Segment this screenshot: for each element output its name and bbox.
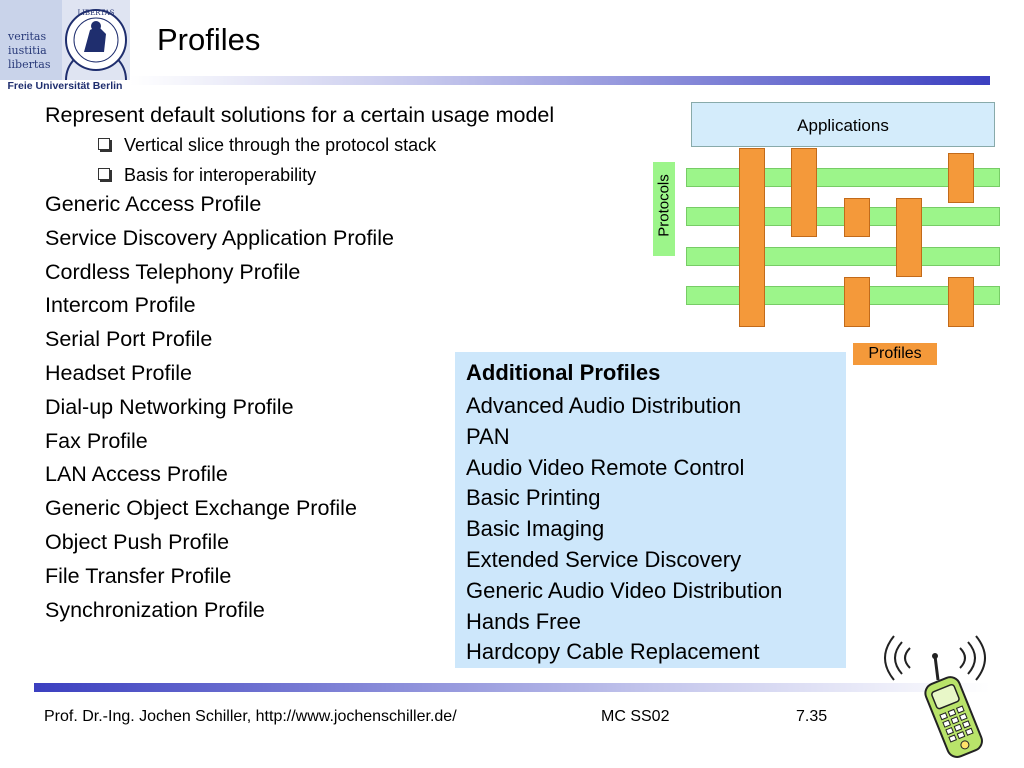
additional-profile-item: Hardcopy Cable Replacement [466, 639, 760, 665]
additional-profile-item: Generic Audio Video Distribution [466, 577, 783, 603]
profile-item: Synchronization Profile [45, 597, 265, 622]
profile-item: Headset Profile [45, 360, 192, 385]
additional-profile-item: Basic Imaging [466, 516, 605, 542]
additional-profiles-list: Advanced Audio Distribution PAN Audio Vi… [466, 391, 782, 668]
footer-divider-bar [34, 683, 990, 692]
footer-course: MC SS02 [601, 708, 670, 725]
profile-slice-bar [739, 148, 765, 327]
additional-profile-item: Audio Video Remote Control [466, 454, 745, 480]
slide-title: Profiles [157, 22, 261, 57]
university-seal-icon: LIBERTAS [62, 0, 130, 80]
profile-slice-bar [844, 277, 870, 327]
protocols-box: Protocols [653, 162, 675, 256]
additional-profiles-box: Additional Profiles Advanced Audio Distr… [455, 352, 846, 668]
square-bullet-icon [98, 168, 110, 180]
footer-page-number: 7.35 [796, 708, 828, 725]
svg-text:LIBERTAS: LIBERTAS [78, 9, 115, 17]
profiles-label: Profiles [853, 343, 937, 365]
logo-motto-2: iustitia [8, 44, 47, 57]
profile-item: Generic Object Exchange Profile [45, 496, 357, 521]
title-divider-bar [130, 76, 990, 85]
logo-text-panel [0, 0, 62, 80]
institution-name: Freie Universität Berlin [7, 80, 123, 92]
additional-profiles-heading: Additional Profiles [466, 360, 661, 385]
footer-author: Prof. Dr.-Ing. Jochen Schiller, http://w… [44, 708, 457, 725]
profile-item: Intercom Profile [45, 293, 196, 318]
profile-item: Generic Access Profile [45, 192, 262, 216]
sub-list-item: Basis for interoperability [98, 160, 436, 190]
profile-item: LAN Access Profile [45, 462, 228, 487]
profile-item: File Transfer Profile [45, 563, 232, 588]
logo-motto-3: libertas [8, 58, 51, 71]
profile-slice-bar [791, 148, 817, 237]
profile-item: Serial Port Profile [45, 327, 213, 352]
profile-slice-bar [896, 198, 922, 277]
additional-profile-item: Basic Printing [466, 485, 601, 511]
profile-item: Cordless Telephony Profile [45, 259, 301, 284]
university-logo: veritas iustitia libertas LIBERTAS Freie… [0, 0, 130, 96]
profile-item: Fax Profile [45, 428, 148, 453]
profile-item: Dial-up Networking Profile [45, 394, 294, 419]
additional-profile-item: PAN [466, 423, 510, 449]
applications-box: Applications [691, 102, 995, 147]
profile-item: Object Push Profile [45, 529, 230, 554]
profile-slice-bar [948, 153, 974, 203]
sub-list-item: Vertical slice through the protocol stac… [98, 130, 436, 160]
profile-item: Service Discovery Application Profile [45, 225, 394, 250]
logo-motto-1: veritas [8, 30, 47, 43]
profile-list: Generic Access Profile Service Discovery… [45, 188, 394, 627]
mobile-phone-icon [884, 635, 986, 758]
additional-profile-item: Extended Service Discovery [466, 546, 742, 572]
protocol-stack-diagram: Applications Protocols Profiles [650, 100, 1010, 370]
sub-bullet-list: Vertical slice through the protocol stac… [98, 130, 436, 190]
protocols-label: Protocols [655, 174, 673, 237]
profile-slice-bar [844, 198, 870, 237]
lead-item: Represent default solutions for a certai… [45, 103, 555, 127]
profile-slice-bar [948, 277, 974, 327]
additional-profile-item: Hands Free [466, 608, 581, 634]
square-bullet-icon [98, 138, 110, 150]
protocol-layer-bar [686, 207, 1000, 226]
protocol-layer-bar [686, 247, 1000, 266]
additional-profile-item: Advanced Audio Distribution [466, 393, 742, 418]
main-bullet-list: Represent default solutions for a certai… [45, 98, 554, 132]
